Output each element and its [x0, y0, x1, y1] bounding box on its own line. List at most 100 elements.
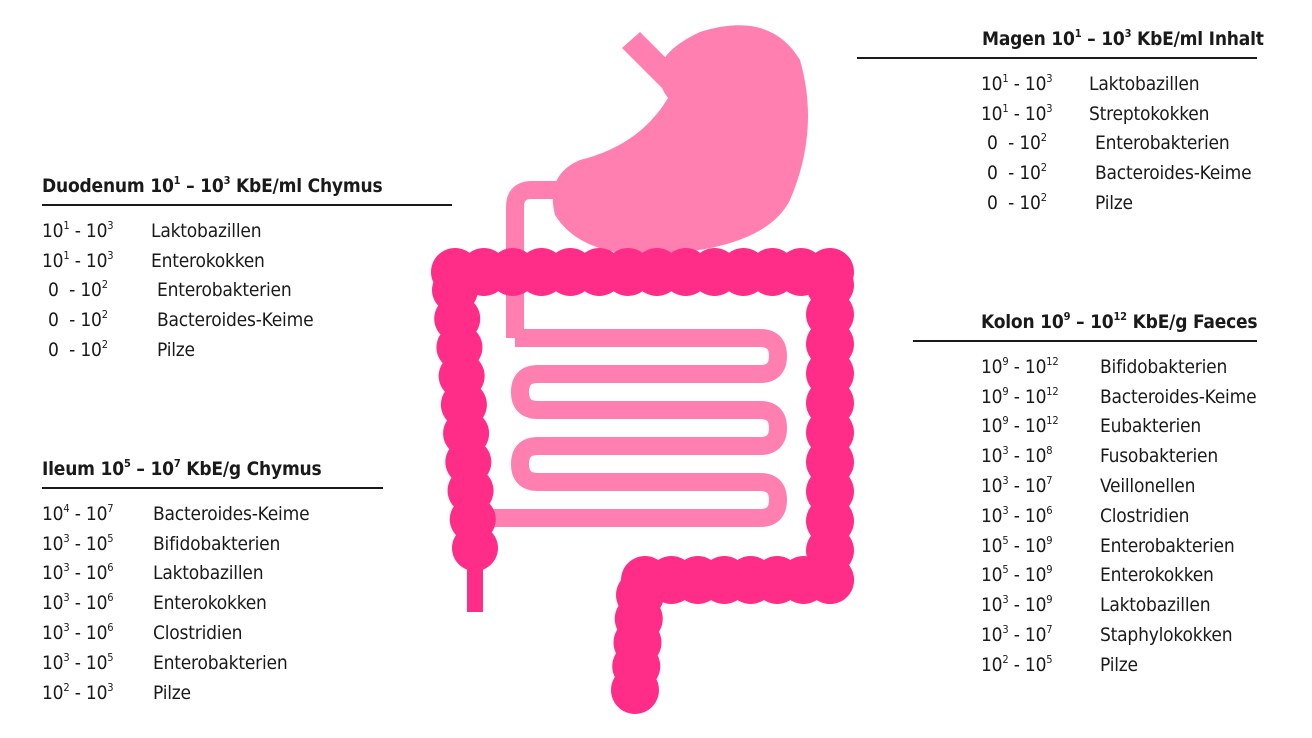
range-sep: -	[1008, 355, 1025, 378]
range-base: 10	[981, 504, 1003, 527]
bacteria-name: Fusobakterien	[1100, 445, 1218, 468]
title-text: – 10	[180, 175, 224, 197]
panel-title: Ileum 105 – 107 KbE/g Chymus	[42, 458, 383, 489]
title-text: – 10	[1070, 311, 1114, 333]
range-base: 10	[85, 592, 108, 615]
range-base: 10	[981, 564, 1003, 587]
range-base: 10	[981, 475, 1003, 498]
count-range: 101 - 103	[42, 220, 151, 242]
range-base: 10	[1019, 162, 1041, 185]
range-exp: 12	[1046, 384, 1059, 398]
range-exp: 2	[101, 308, 108, 322]
range-exp: 3	[1046, 71, 1053, 85]
count-range: 101 - 103	[981, 73, 1089, 95]
title-exp: 3	[1124, 27, 1132, 40]
range-base: 10	[1024, 385, 1047, 408]
bacteria-name: Bacteroides-Keime	[1095, 162, 1252, 185]
range-exp: 3	[63, 561, 70, 575]
bacteria-name: Bacteroides-Keime	[157, 309, 314, 332]
panel-title: Kolon 109 – 1012 KbE/g Faeces	[913, 310, 1258, 342]
range-base: 10	[1024, 102, 1047, 125]
range-exp: 6	[107, 561, 114, 575]
range-exp: 6	[107, 621, 114, 635]
range-exp: 2	[1040, 191, 1047, 205]
count-range: 0 - 102	[42, 279, 157, 301]
range-sep: -	[1008, 594, 1025, 617]
range-base: 0	[48, 309, 59, 332]
range-sep: -	[69, 219, 86, 242]
range-sep: -	[1008, 534, 1025, 557]
count-range: 105 - 109	[981, 535, 1100, 557]
range-exp: 2	[63, 680, 70, 694]
title-exp: 1	[1074, 27, 1082, 40]
bacteria-name: Pilze	[1095, 192, 1133, 215]
bacteria-name: Bifidobakterien	[153, 532, 281, 555]
bacteria-name: Pilze	[1100, 653, 1138, 676]
range-base: 10	[85, 681, 108, 704]
bacteria-name: Bacteroides-Keime	[153, 502, 310, 525]
range-base: 10	[981, 385, 1003, 408]
range-exp: 8	[1046, 444, 1053, 458]
range-sep: -	[1008, 475, 1025, 498]
range-base: 10	[981, 72, 1003, 95]
count-range: 103 - 105	[42, 652, 153, 674]
range-base: 10	[981, 102, 1003, 125]
range-base: 10	[85, 219, 108, 242]
range-base: 10	[42, 219, 64, 242]
range-exp: 3	[107, 218, 114, 232]
bacteria-list: 10 4 - 10 7 Bacteroides-Keime 103 - 105 Bifid…	[42, 499, 383, 708]
count-range: 103 - 107	[981, 624, 1100, 646]
range-exp: 3	[1046, 101, 1053, 115]
bacteria-name: Clostridien	[153, 622, 243, 645]
range-base: 10	[42, 681, 64, 704]
range-base: 10	[1024, 564, 1047, 587]
range-base: 0	[987, 192, 998, 215]
bacteria-name: Staphylokokken	[1100, 624, 1233, 647]
count-range: 0 - 102	[981, 132, 1095, 154]
range-base: 10	[1024, 445, 1047, 468]
range-exp: 7	[107, 501, 114, 515]
range-exp: 3	[107, 248, 114, 262]
range-exp: 3	[1002, 503, 1009, 517]
title-text: KbE/g Chymus	[180, 458, 322, 480]
range-exp: 9	[1002, 354, 1009, 368]
range-exp: 12	[1046, 354, 1059, 368]
range-base: 10	[981, 653, 1003, 676]
range-base: 10	[1024, 624, 1047, 647]
range-exp: 5	[107, 531, 114, 545]
bacteria-name: Bifidobakterien	[1100, 355, 1228, 378]
range-exp: 6	[1046, 503, 1053, 517]
range-sep: -	[997, 192, 1020, 215]
range-exp: 4	[63, 501, 70, 515]
stomach	[552, 25, 808, 256]
range-base: 10	[981, 355, 1003, 378]
range-exp: 3	[63, 650, 70, 664]
title-text: KbE/ml Chymus	[230, 175, 383, 197]
range-sep: -	[1008, 504, 1025, 527]
range-sep: -	[69, 592, 86, 615]
range-base: 10	[981, 624, 1003, 647]
count-range: 103 - 107	[981, 475, 1100, 497]
range-exp: 7	[1046, 474, 1053, 488]
range-sep: -	[58, 339, 81, 362]
range-sep: -	[58, 279, 81, 302]
bacteria-name: Veillonellen	[1100, 475, 1196, 498]
bacteria-name: Laktobazillen	[151, 219, 262, 242]
range-base: 10	[85, 249, 108, 272]
range-base: 10	[1019, 132, 1041, 155]
range-exp: 3	[1002, 444, 1009, 458]
bacteria-name: Pilze	[153, 681, 191, 704]
title-exp: 12	[1113, 310, 1128, 323]
range-exp: 3	[63, 621, 70, 635]
